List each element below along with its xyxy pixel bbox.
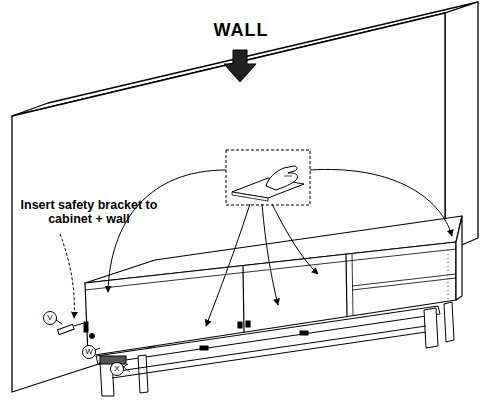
callout-letter: V — [44, 312, 56, 324]
wall-slab — [12, 2, 478, 392]
wall-arrow — [224, 50, 256, 82]
placement-arrows — [108, 169, 452, 326]
callout-circles — [44, 312, 129, 376]
instruction-note: Insert safety bracket to cabinet + wall — [14, 198, 164, 227]
wall-label: WALL — [196, 20, 286, 41]
callout-letter: W — [83, 346, 95, 358]
inset-detail — [226, 150, 310, 205]
callout-letter: X — [111, 363, 123, 375]
safety-bracket — [57, 234, 94, 339]
